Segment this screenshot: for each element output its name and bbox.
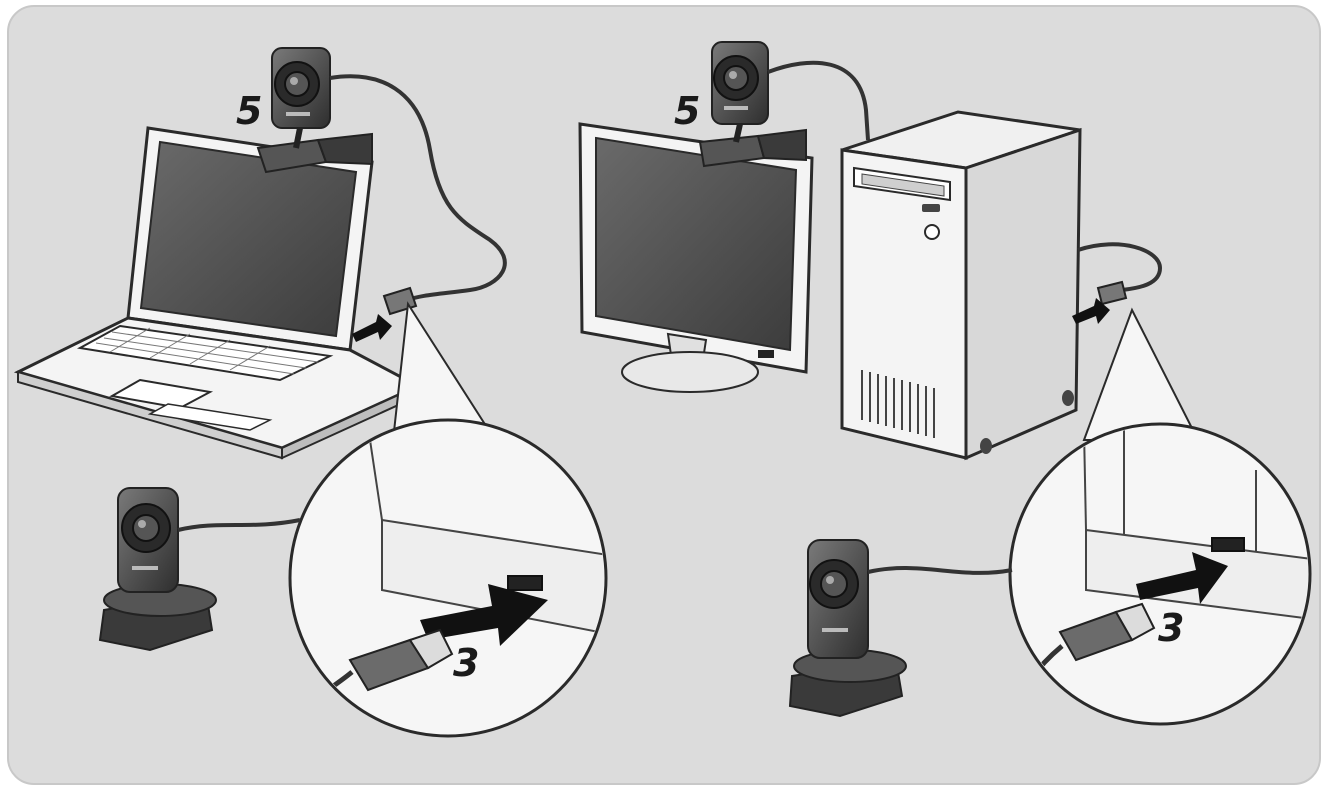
step-label-usb-laptop: 3: [453, 641, 480, 685]
step-label-mount-desktop: 5: [674, 89, 701, 133]
webcam-icon: [698, 41, 807, 168]
webcam-icon: [788, 539, 1013, 718]
usb-cable: [329, 74, 507, 302]
pc-tower-icon: [840, 110, 1082, 461]
step-label-mount-laptop: 5: [236, 89, 263, 133]
usb-port-icon: [1211, 537, 1245, 552]
webcam-icon: [98, 487, 301, 652]
insert-arrow-icon: [352, 314, 392, 342]
insert-arrow-icon: [1136, 552, 1228, 604]
webcam-icon: [256, 47, 373, 174]
usb-plug-icon: [1096, 280, 1128, 306]
step-label-usb-desktop: 3: [1158, 606, 1185, 650]
insert-arrow-icon: [1072, 298, 1110, 324]
usb-cable: [767, 60, 870, 141]
laptop-icon: [13, 126, 422, 460]
usb-cable: [1077, 242, 1163, 292]
insert-arrow-icon: [420, 584, 548, 646]
usb-port-icon: [507, 575, 543, 591]
